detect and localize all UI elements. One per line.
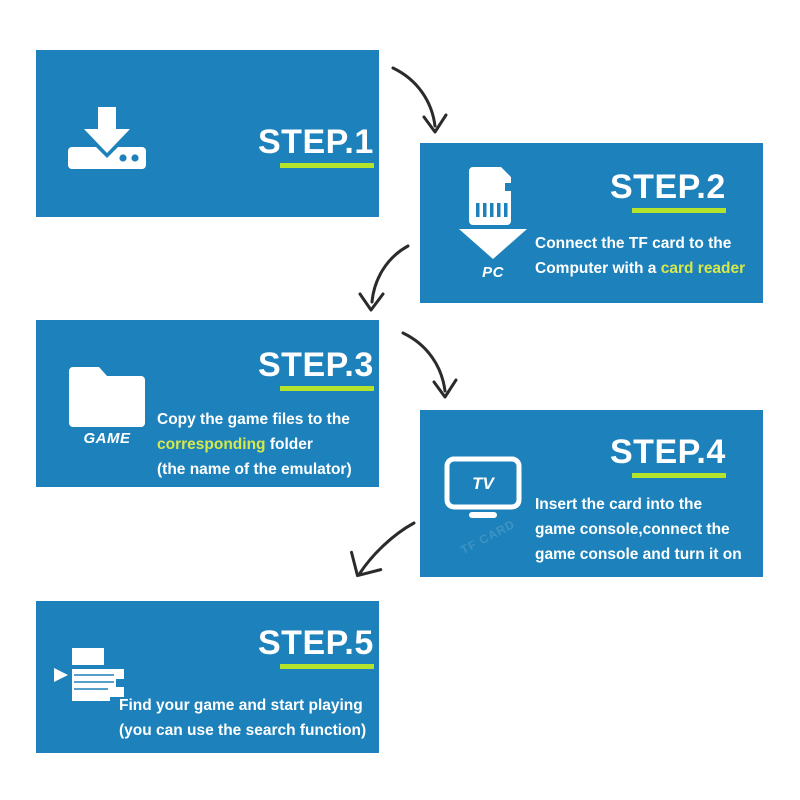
step-1-description: Download game files [237, 216, 391, 241]
step-5-title-underline [280, 664, 374, 669]
step-1-icon-wrap [62, 102, 152, 174]
step-3-title-text: STEP.3 [258, 346, 374, 384]
step-3-description: Copy the game files to the corresponding… [157, 407, 352, 482]
step-3-line-2: corresponding folder [157, 432, 352, 457]
step-2-title: STEP.2 [610, 168, 726, 213]
step-4-title-underline [632, 473, 726, 478]
step-3-line-3: (the name of the emulator) [157, 461, 352, 478]
step-1-title: STEP.1 [258, 123, 374, 168]
step-4-line-2: game console,connect the [535, 521, 730, 538]
step-4-title-text: STEP.4 [610, 433, 726, 471]
step-4-description: Insert the card into the game console,co… [535, 492, 742, 567]
tf-card-into-pc-icon [459, 167, 527, 259]
arrow-4-step4-to-step5 [350, 521, 416, 578]
step-2-title-text: STEP.2 [610, 168, 726, 206]
arrow-2-step2-to-step3 [358, 244, 410, 312]
step-5-line-1: Find your game and start playing [119, 697, 363, 714]
step-4-icon-caption-text: TV [472, 474, 495, 493]
step-panel-5: STEP.5 Find your game and start playing … [36, 601, 379, 753]
step-3-icon-wrap: GAME [52, 352, 162, 457]
step-5-line-2: (you can use the search function) [119, 722, 367, 739]
step-2-title-underline [632, 208, 726, 213]
step-5-title: STEP.5 [258, 624, 374, 669]
step-3-line-1: Copy the game files to the [157, 411, 350, 428]
step-2-line-1: Connect the TF card to the [535, 235, 732, 252]
step-2-icon-wrap: PC [438, 163, 548, 283]
step-panel-1: STEP.1 Download game files [36, 50, 391, 237]
step-4-title: STEP.4 [610, 433, 726, 478]
step-4-line-1: Insert the card into the [535, 496, 703, 513]
step-1-title-underline [280, 163, 374, 168]
step-2-line-2: Computer with a card reader [535, 256, 745, 281]
media-play-console-icon [54, 648, 124, 701]
step-2-line-2-text: Computer with a [535, 260, 661, 277]
step-1-title-text: STEP.1 [258, 123, 374, 161]
step-5-title-text: STEP.5 [258, 624, 374, 662]
step-1-line-1: Download game files [237, 220, 392, 237]
step-3-line-2-text: folder [265, 436, 313, 453]
step-4-line-3: game console and turn it on [535, 546, 742, 563]
step-5-description: Find your game and start playing (you ca… [119, 693, 366, 743]
arrow-1-step1-to-step2 [391, 66, 448, 134]
game-folder-icon [69, 366, 145, 427]
step-panel-3: GAME STEP.3 Copy the game files to the c… [36, 320, 379, 487]
step-3-title-underline [280, 386, 374, 391]
step-5-icon-wrap [40, 639, 160, 719]
download-to-drive-icon [68, 107, 146, 169]
step-panel-4: TV STEP.4 Insert the card into the game … [420, 410, 763, 577]
step-2-line-2-highlight: card reader [660, 260, 746, 277]
arrow-3-step3-to-step4 [401, 331, 458, 399]
step-3-title: STEP.3 [258, 346, 374, 391]
step-3-icon-caption: GAME [83, 429, 131, 447]
step-4-icon-wrap: TV [428, 448, 538, 528]
step-3-line-2-highlight: corresponding [157, 436, 266, 453]
tv-screen-icon: TV [444, 456, 522, 518]
step-panel-2: PC STEP.2 Connect the TF card to the Com… [420, 143, 763, 303]
step-2-icon-caption: PC [482, 264, 504, 281]
step-2-description: Connect the TF card to the Computer with… [535, 231, 745, 281]
